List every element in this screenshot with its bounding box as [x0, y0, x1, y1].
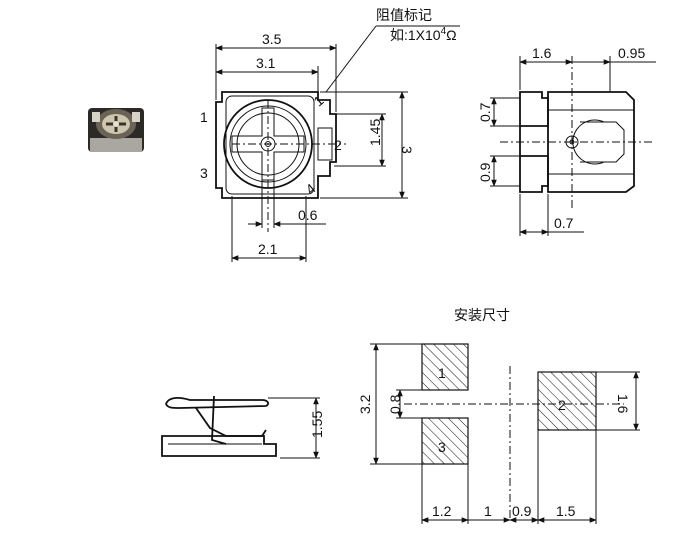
top-view: 1 2 3 4 1 3.5 3.1 3 1.45 0.6 2.1 — [200, 31, 415, 262]
annotation-example: 如:1X104Ω — [390, 26, 457, 43]
profile-view: 1.55 — [161, 395, 325, 459]
pad-label-1: 1 — [438, 365, 446, 381]
dim-pad2-height: 1.6 — [615, 394, 631, 414]
mounting-footprint: 安装尺寸 1 2 3 3.2 0.8 1.6 1.2 1 0 — [357, 308, 640, 524]
dim-width-total: 3.5 — [262, 31, 282, 47]
dim-profile-height: 1.55 — [309, 411, 325, 438]
pad-1 — [421, 343, 469, 391]
dim-pin-pitch: 1.45 — [367, 119, 383, 146]
resistance-annotation: 阻值标记 如:1X104Ω — [325, 8, 460, 93]
pad-label-2: 2 — [558, 397, 566, 413]
dim-pin-height-upper: 0.7 — [477, 102, 493, 122]
pin-label-1: 1 — [200, 109, 208, 125]
pin-label-4: 4 — [302, 180, 318, 197]
dim-slot-width: 0.6 — [298, 207, 318, 223]
dim-pin-height-lower: 0.9 — [477, 162, 493, 182]
annotation-title: 阻值标记 — [376, 8, 432, 24]
dim-mount-height: 3.2 — [357, 394, 373, 414]
pad-2 — [537, 371, 597, 431]
pin-label-3: 3 — [200, 165, 208, 181]
side-view: 1.6 0.95 0.7 0.9 0.7 — [477, 45, 656, 236]
dim-side-width-top: 1.6 — [532, 45, 552, 61]
component-photo — [88, 108, 144, 152]
dim-side-width-pin: 0.95 — [618, 45, 645, 61]
dim-width-body: 3.1 — [256, 55, 276, 71]
dim-mount-w2: 1 — [484, 503, 492, 519]
pad-label-3: 3 — [438, 439, 446, 455]
pin-label-2: 2 — [334, 137, 342, 153]
dim-base-width: 2.1 — [258, 241, 278, 257]
dim-height-total: 3 — [399, 146, 415, 154]
dim-mount-w4: 1.5 — [556, 503, 576, 519]
dim-mount-gap: 0.8 — [387, 394, 403, 414]
mounting-title: 安装尺寸 — [454, 308, 510, 324]
dim-mount-w3: 0.9 — [512, 503, 532, 519]
dim-bottom-width: 0.7 — [554, 215, 574, 231]
dim-mount-w1: 1.2 — [432, 503, 452, 519]
pad-3 — [421, 417, 469, 465]
